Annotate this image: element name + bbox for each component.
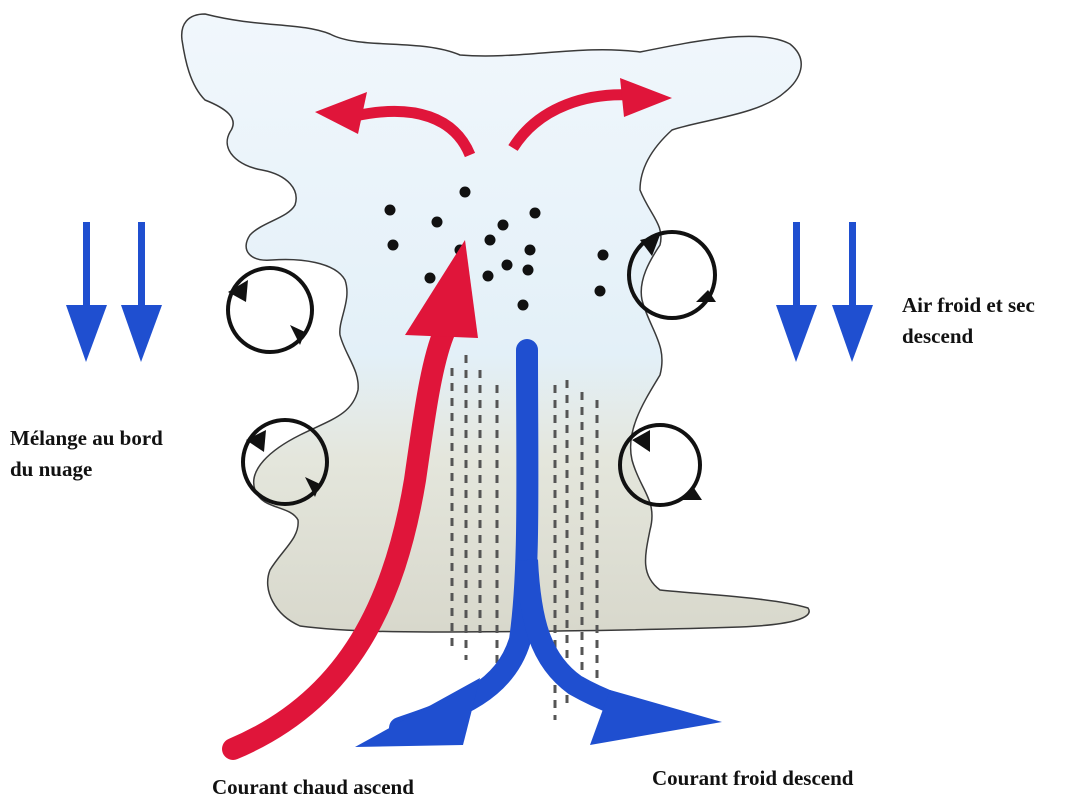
- precipitation-particle: [530, 208, 541, 219]
- precipitation-particle: [460, 187, 471, 198]
- precipitation-particle: [525, 245, 536, 256]
- cold-current-label: Courant froid descend: [652, 763, 853, 794]
- sinking-air-arrows-right: [776, 222, 873, 362]
- cloud-shape: [182, 14, 809, 632]
- mixing-label-line2: du nuage: [10, 454, 163, 485]
- precipitation-particle: [425, 273, 436, 284]
- warm-current-label: Courant chaud ascend: [212, 772, 414, 803]
- sinking-air-arrows-left: [66, 222, 162, 362]
- mixing-label: Mélange au bord du nuage: [10, 423, 163, 485]
- precipitation-particle: [483, 271, 494, 282]
- cold-outflow-arrowhead-right: [590, 690, 722, 745]
- precipitation-particle: [388, 240, 399, 251]
- precipitation-particle: [498, 220, 509, 231]
- precipitation-particle: [523, 265, 534, 276]
- precipitation-particle: [595, 286, 606, 297]
- dry-air-label-line1: Air froid et sec: [902, 290, 1035, 321]
- precipitation-particle: [598, 250, 609, 261]
- precipitation-particle: [432, 217, 443, 228]
- precipitation-particle: [502, 260, 513, 271]
- precipitation-particle: [518, 300, 529, 311]
- mixing-label-line1: Mélange au bord: [10, 423, 163, 454]
- precipitation-particle: [385, 205, 396, 216]
- dry-air-label-line2: descend: [902, 321, 1035, 352]
- dry-air-label: Air froid et sec descend: [902, 290, 1035, 352]
- precipitation-particle: [485, 235, 496, 246]
- cold-outflow-arrowhead-left: [355, 678, 480, 747]
